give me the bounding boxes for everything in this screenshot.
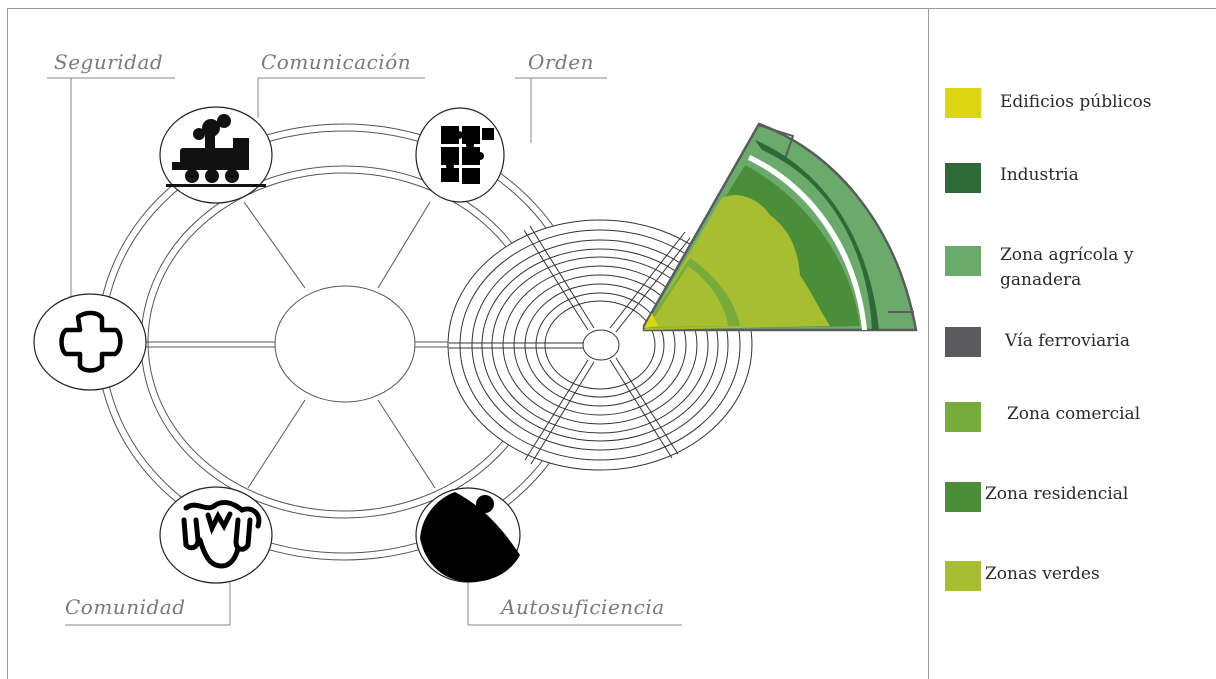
- sisyphus-icon: [420, 492, 520, 582]
- diagram-frame: [7, 8, 1216, 679]
- node-autosuficiencia: [415, 487, 521, 583]
- label-comunicacion: Comunicación: [261, 50, 412, 74]
- legend-swatch: [945, 327, 981, 357]
- people-circle-icon: [181, 500, 262, 569]
- legend-swatch: [945, 163, 981, 193]
- city-model-diagram: [33, 77, 918, 626]
- node-comunicacion: [159, 106, 273, 204]
- legend-swatch: [945, 482, 981, 512]
- legend-label: Zona agrícola y ganadera: [1000, 245, 1134, 290]
- legend-label: Industria: [1000, 165, 1079, 185]
- label-orden: Orden: [528, 50, 594, 74]
- legend-label: Zona comercial: [1007, 404, 1141, 424]
- node-comunidad: [159, 486, 273, 584]
- hexagon-spokes: [145, 201, 545, 489]
- legend-divider: [928, 8, 929, 679]
- legend-label: Zona residencial: [985, 484, 1129, 504]
- label-comunidad: Comunidad: [65, 595, 186, 619]
- legend-swatch: [945, 246, 981, 276]
- central-hub: [274, 285, 416, 403]
- node-orden: [415, 107, 505, 203]
- legend-label: Zonas verdes: [985, 564, 1100, 584]
- zone-sector: [642, 122, 918, 332]
- legend-swatch: [945, 402, 981, 432]
- label-seguridad: Seguridad: [54, 50, 164, 74]
- cross-icon: [59, 310, 123, 373]
- label-leader-lines: [47, 77, 682, 626]
- train-icon: [166, 114, 266, 187]
- legend-swatch: [945, 561, 981, 591]
- legend-label: Edificios públicos: [1000, 92, 1152, 112]
- legend-label: Vía ferroviaria: [1005, 331, 1130, 351]
- legend-swatch: [945, 88, 981, 118]
- node-seguridad: [33, 293, 147, 391]
- label-autosuficiencia: Autosuficiencia: [501, 595, 665, 619]
- puzzle-icon: [441, 126, 494, 184]
